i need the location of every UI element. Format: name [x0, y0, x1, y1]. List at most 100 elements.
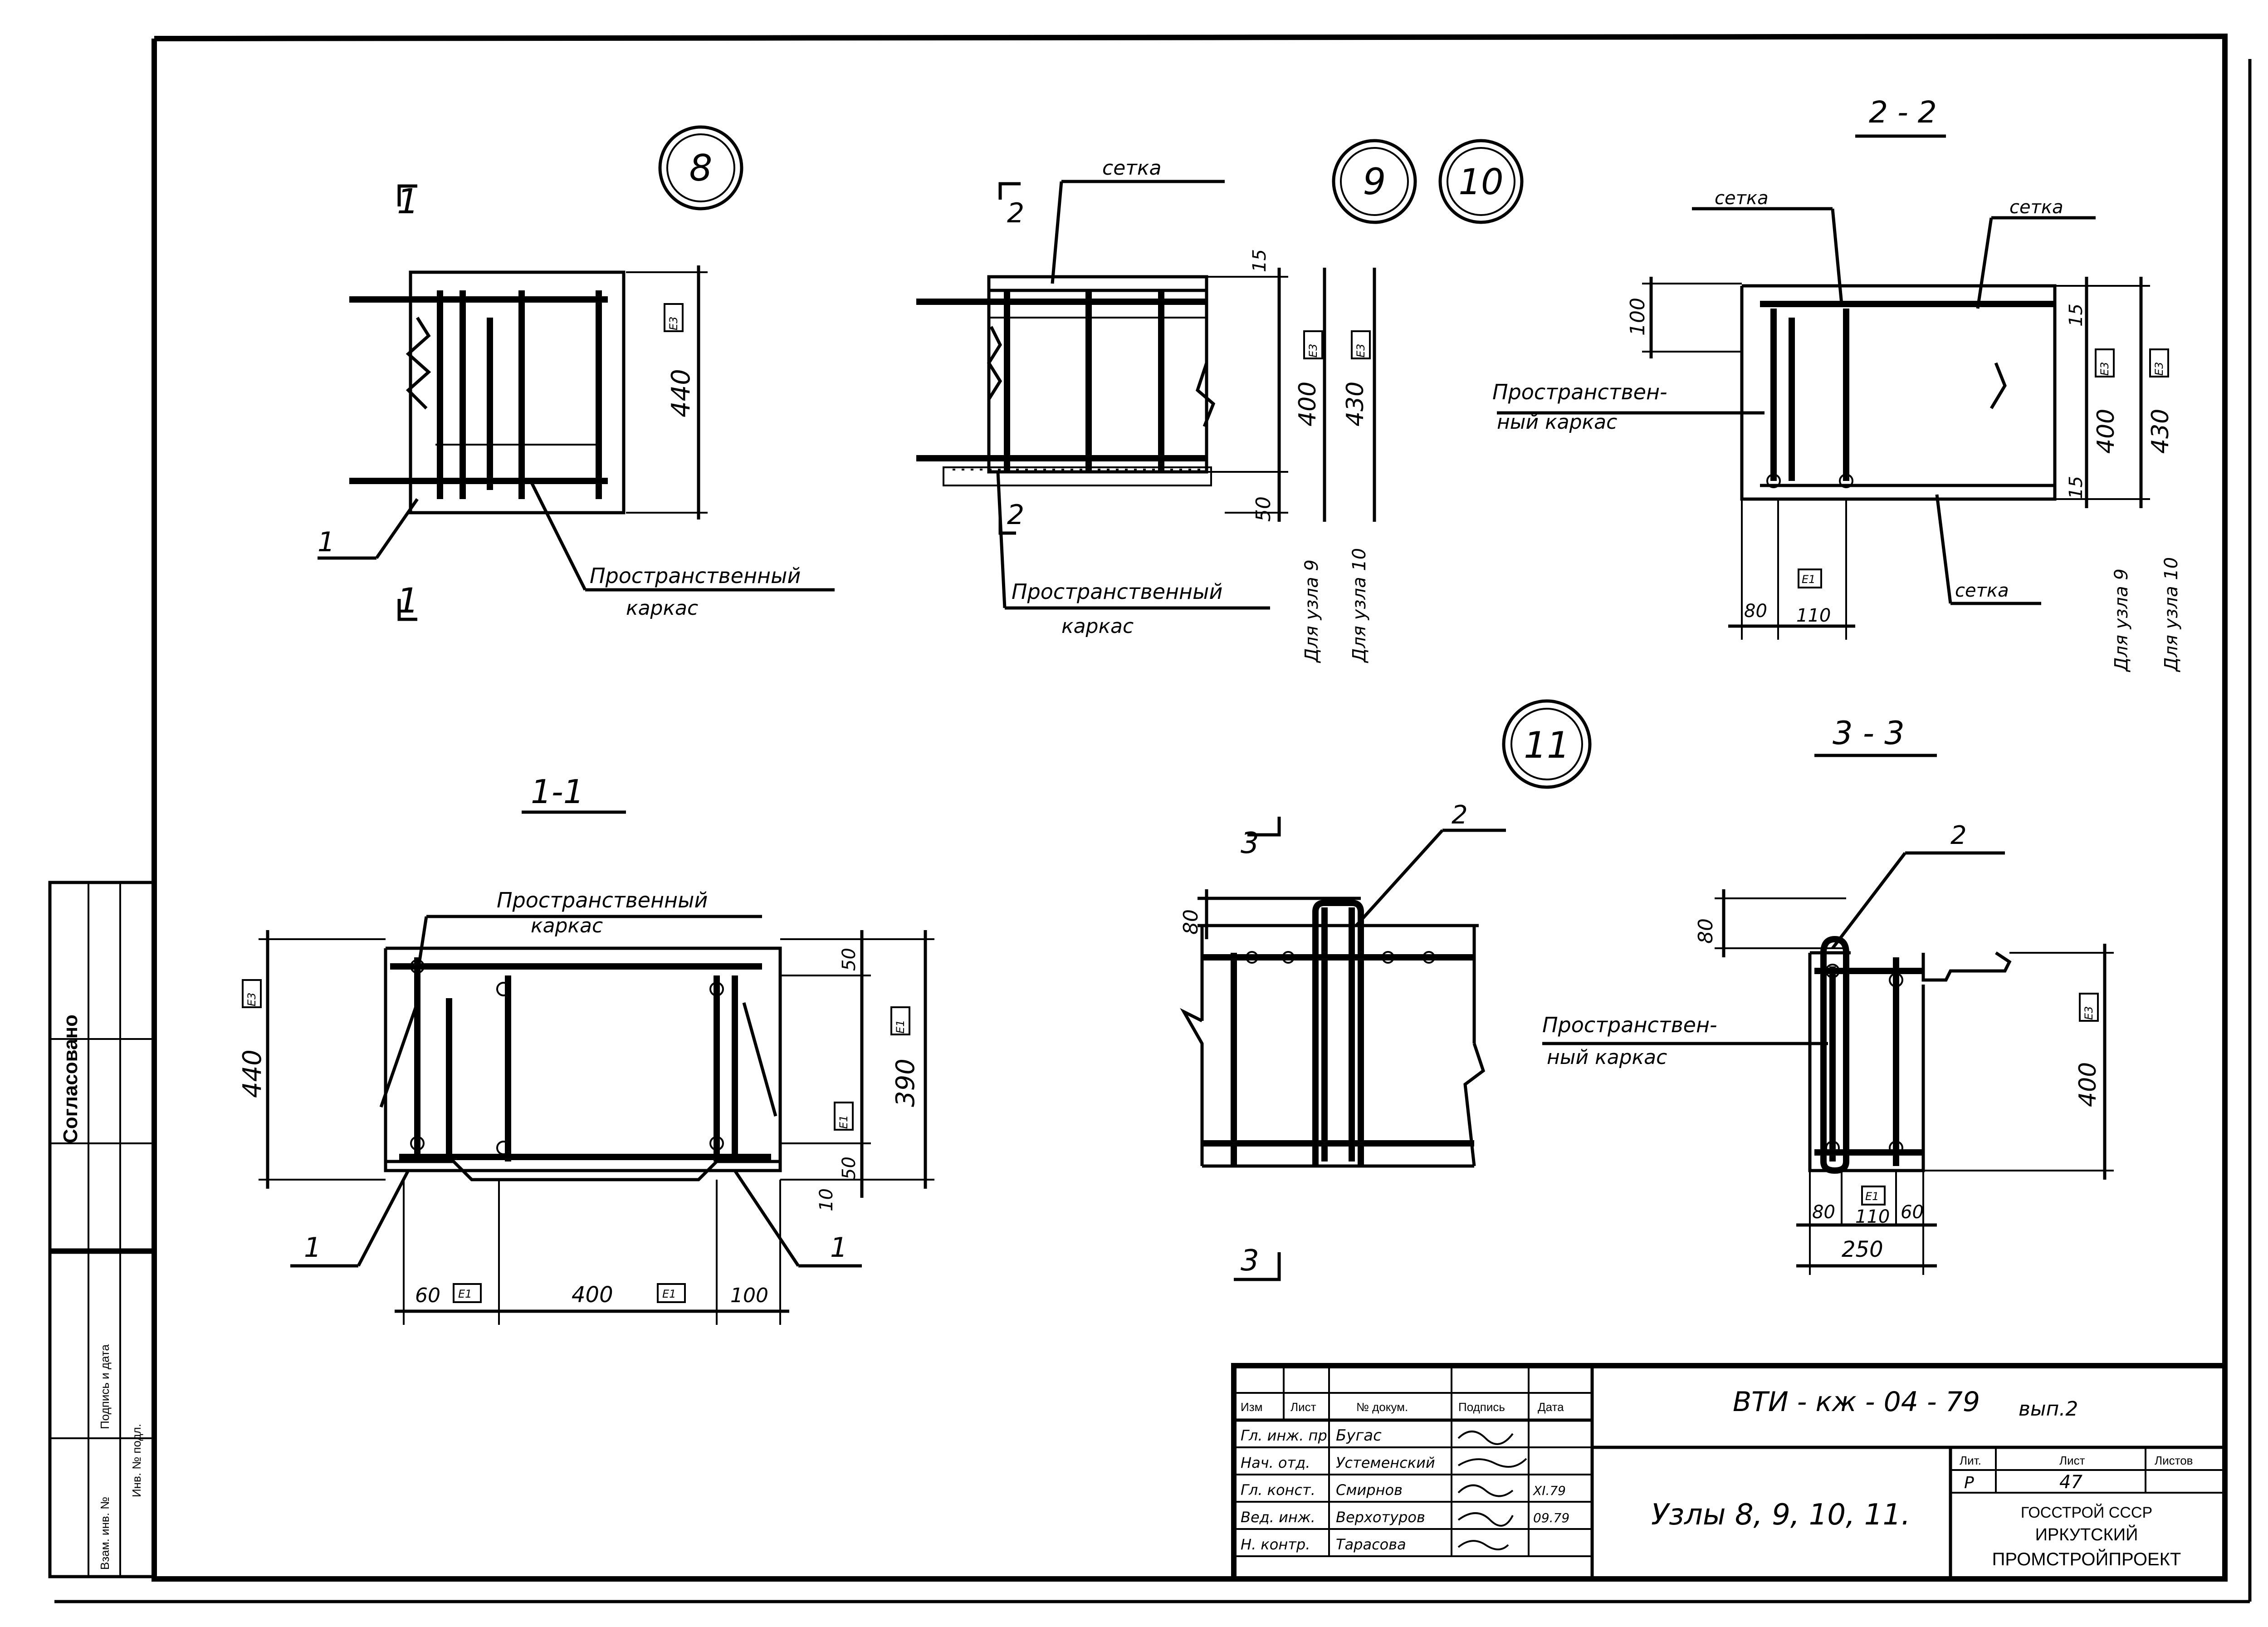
dim-390-section11: 390	[891, 1059, 920, 1107]
e3-mark-node9b: Е3	[1354, 344, 1367, 358]
tb-role-2: Нач. отд.	[1241, 1454, 1310, 1471]
node-8-number: 8	[689, 147, 713, 189]
inv-no-label: Инв. № подл.	[130, 1424, 143, 1497]
dim-50-node9: 50	[1252, 496, 1275, 522]
tb-role-5: Н. контр.	[1241, 1536, 1310, 1553]
dim-15-node9: 15	[1249, 249, 1270, 272]
node-9-number: 9	[1363, 161, 1386, 203]
dim-430-node9: 430	[1342, 382, 1369, 426]
e1-mark-section11d: Е1	[662, 1288, 676, 1300]
e1-mark-section22: Е1	[1802, 573, 1815, 586]
tb-drawing-title: Узлы 8, 9, 10, 11.	[1651, 1498, 1911, 1532]
tb-header-date: Дата	[1538, 1400, 1564, 1414]
tb-name-4: Верхотуров	[1336, 1509, 1425, 1526]
e1-mark-section33: Е1	[1865, 1190, 1879, 1203]
section-1-1-title: 1-1	[531, 773, 584, 811]
tb-name-5: Тарасова	[1336, 1536, 1406, 1553]
e1-mark-section11c: Е1	[458, 1288, 472, 1300]
label-frame-node8: каркас	[626, 597, 698, 620]
tb-name-2: Устеменский	[1336, 1454, 1435, 1471]
tb-sheets-header: Листов	[2155, 1454, 2193, 1467]
position-2-section33: 2	[1950, 821, 1967, 850]
position-1-section11-right: 1	[830, 1232, 847, 1264]
dim-80-section22: 80	[1744, 601, 1767, 622]
tb-date-3: XI.79	[1532, 1483, 1566, 1498]
e3-mark-section22b: Е3	[2153, 362, 2165, 376]
dim-400-section22: 400	[2092, 409, 2120, 454]
label-spatial-frame-node9: Пространственный	[1012, 579, 1222, 604]
section-mark-3-bottom: 3	[1241, 1244, 1259, 1278]
dim-60-section33: 60	[1901, 1202, 1924, 1223]
tb-document-code: ВТИ - кж - 04 - 79	[1733, 1386, 1980, 1418]
dim-110-section22: 110	[1796, 605, 1831, 626]
node-11-bubble: 11	[1502, 699, 1592, 789]
detail-node-8: 1 1 440 Е3 1 Пространственный каркас	[318, 181, 835, 621]
label-mesh-node9: сетка	[1102, 157, 1161, 180]
label-mesh-22a: сетка	[1715, 188, 1769, 209]
position-1-node8: 1	[318, 526, 335, 558]
dim-15-section22-bottom: 15	[2066, 476, 2087, 499]
dim-100-section22: 100	[1626, 298, 1649, 336]
replaced-inv-label: Взам. инв. №	[98, 1497, 112, 1570]
section-mark-2-top: 2	[1007, 197, 1024, 229]
dim-400-section11: 400	[572, 1282, 613, 1308]
dim-50-section11-top: 50	[839, 948, 860, 971]
tb-name-3: Смирнов	[1336, 1481, 1403, 1499]
tb-stage: Р	[1964, 1474, 1974, 1492]
section-mark-2-bottom: 2	[1007, 499, 1024, 531]
e3-mark-node9a: Е3	[1307, 344, 1320, 358]
tb-sheet-number: 47	[2059, 1472, 2082, 1493]
tb-header-signature: Подпись	[1458, 1400, 1505, 1414]
label-spatial-frame-b-section33: ный каркас	[1547, 1046, 1667, 1069]
dim-250-section33: 250	[1842, 1237, 1883, 1262]
dim-430-section22: 430	[2147, 409, 2174, 454]
dim-80-section33: 80	[1694, 918, 1717, 944]
label-for-node10: Для узла 10	[1349, 548, 1370, 663]
label-spatial-frame-a-section33: Пространствен-	[1542, 1013, 1717, 1037]
dim-80-node11: 80	[1179, 909, 1202, 935]
section-2-2: 2 - 2 сетка сетка 100 15 400 15 430 Е3 Е…	[1492, 95, 2182, 672]
dim-110-section33: 110	[1855, 1206, 1890, 1227]
dim-50-section11-bottom: 50	[839, 1157, 860, 1180]
label-mesh-22b: сетка	[2009, 197, 2063, 218]
node-8-bubble: 8	[658, 125, 743, 211]
e3-mark-section11: Е3	[245, 993, 258, 1006]
section-3-3: 3 - 3 2 80 Пространствен- ный каркас 400…	[1542, 715, 2114, 1275]
tb-header-change: Изм	[1241, 1400, 1262, 1414]
tb-issue: вып.2	[2019, 1397, 2078, 1421]
label-frame-node9: каркас	[1061, 615, 1134, 638]
label-for-node9: Для узла 9	[1301, 559, 1322, 663]
label-spatial-frame-node8: Пространственный	[590, 564, 801, 588]
detail-node-9-10: 2 2 сетка 15 400 50 430 Е3 Е3 Для узла 9…	[916, 157, 1376, 663]
section-mark-1-bottom: 1	[397, 580, 419, 621]
e3-mark-section22a: Е3	[2098, 362, 2111, 376]
dim-440-node8: 440	[666, 369, 696, 417]
label-mesh-22c: сетка	[1955, 580, 2009, 601]
dim-400-section33: 400	[2074, 1062, 2102, 1107]
tb-org-line-3: ПРОМСТРОЙПРОЕКТ	[1992, 1549, 2181, 1569]
section-3-3-title: 3 - 3	[1833, 715, 1905, 752]
node-11-number: 11	[1524, 724, 1570, 766]
section-2-2-title: 2 - 2	[1869, 95, 1937, 130]
dim-15-section22-top: 15	[2066, 304, 2087, 327]
position-2-node11: 2	[1452, 800, 1468, 830]
label-spatial-frame-a-section22: Пространствен-	[1492, 380, 1667, 404]
node-9-bubble: 9	[1332, 139, 1417, 224]
label-for-node9-section22: Для узла 9	[2111, 568, 2132, 672]
dim-60-section11: 60	[415, 1284, 440, 1307]
tb-org-line-1: ГОССТРОЙ СССР	[2021, 1504, 2152, 1521]
approval-strip: Согласовано Взам. инв. № Подпись и дата …	[48, 881, 156, 1578]
tb-stage-header: Лит.	[1960, 1454, 1981, 1467]
tb-role-1: Гл. инж. пр.	[1241, 1427, 1332, 1444]
section-mark-1-top: 1	[397, 181, 419, 221]
dim-80-section33-bottom: 80	[1812, 1202, 1835, 1223]
dim-10-section11: 10	[816, 1188, 837, 1211]
label-for-node10-section22: Для узла 10	[2161, 557, 2182, 672]
title-block: Изм Лист № докум. Подпись Дата Гл. инж. …	[1231, 1363, 2228, 1582]
node-10-number: 10	[1458, 162, 1503, 203]
node-10-bubble: 10	[1438, 139, 1524, 224]
e3-mark-node8: Е3	[667, 317, 680, 330]
e1-mark-section11b: Е1	[837, 1115, 850, 1129]
tb-sheet-header: Лист	[2059, 1454, 2085, 1467]
